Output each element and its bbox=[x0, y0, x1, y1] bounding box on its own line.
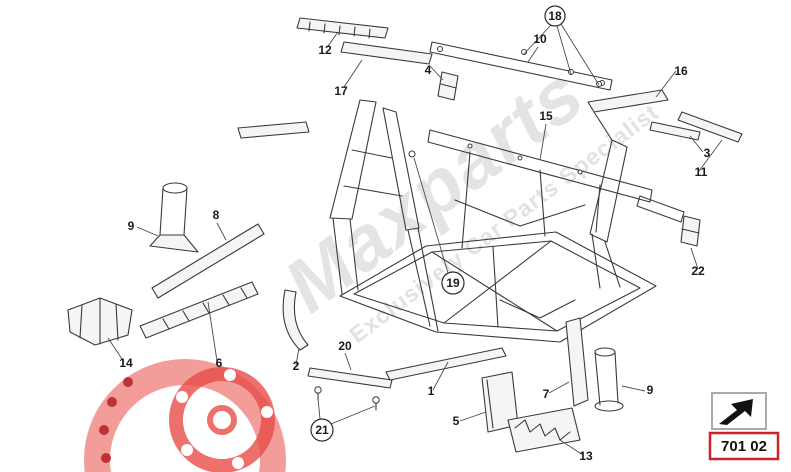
callout-7[interactable]: 7 bbox=[543, 387, 550, 401]
part-shape-10 bbox=[429, 41, 613, 91]
svg-text:7: 7 bbox=[543, 387, 550, 401]
part-shape-main-frame bbox=[329, 89, 685, 343]
callout-9-left[interactable]: 9 bbox=[128, 219, 135, 233]
logo-dot bbox=[101, 453, 111, 463]
svg-text:12: 12 bbox=[318, 43, 332, 57]
callout-12[interactable]: 12 bbox=[318, 43, 332, 57]
callout-20[interactable]: 20 bbox=[338, 339, 352, 353]
callout-21[interactable]: 21 bbox=[310, 418, 334, 442]
callout-9-right[interactable]: 9 bbox=[647, 383, 654, 397]
fasteners bbox=[314, 49, 602, 411]
svg-text:3: 3 bbox=[704, 146, 711, 160]
part-shape-1 bbox=[385, 347, 507, 381]
logo-dot bbox=[107, 397, 117, 407]
part-code-badge: 701 02 bbox=[708, 431, 780, 461]
direction-indicator bbox=[711, 392, 767, 430]
callout-16[interactable]: 16 bbox=[674, 64, 688, 78]
svg-text:18: 18 bbox=[548, 9, 562, 23]
svg-text:2: 2 bbox=[293, 359, 300, 373]
part-shape-12 bbox=[296, 17, 389, 39]
direction-arrow-icon bbox=[719, 399, 753, 425]
callout-15[interactable]: 15 bbox=[539, 109, 553, 123]
part-shape-3 bbox=[649, 121, 701, 141]
brand-logo-graphic bbox=[84, 359, 286, 472]
screw-icon bbox=[314, 386, 322, 401]
svg-text:11: 11 bbox=[695, 165, 708, 179]
part-shape-17b bbox=[237, 121, 310, 139]
part-shape-9-right bbox=[594, 347, 624, 412]
part-shape-2 bbox=[282, 289, 309, 351]
svg-text:5: 5 bbox=[453, 414, 460, 428]
part-shape-20 bbox=[307, 367, 393, 389]
callout-2[interactable]: 2 bbox=[293, 359, 300, 373]
callouts-layer: 12 17 4 10 18 16 3 11 15 9 8 22 19 14 6 … bbox=[119, 5, 711, 463]
svg-text:21: 21 bbox=[315, 423, 329, 437]
svg-text:20: 20 bbox=[338, 339, 352, 353]
callout-6[interactable]: 6 bbox=[216, 356, 223, 370]
callout-3[interactable]: 3 bbox=[704, 146, 711, 160]
callout-10[interactable]: 10 bbox=[533, 32, 547, 46]
callout-8[interactable]: 8 bbox=[213, 208, 220, 222]
leader-lines bbox=[107, 23, 723, 456]
logo-bolt-hole bbox=[261, 406, 273, 418]
callout-13[interactable]: 13 bbox=[579, 449, 593, 463]
callout-5[interactable]: 5 bbox=[453, 414, 460, 428]
part-shape-7 bbox=[565, 317, 589, 407]
logo-dot bbox=[123, 377, 133, 387]
svg-text:15: 15 bbox=[539, 109, 553, 123]
callout-18[interactable]: 18 bbox=[544, 5, 566, 27]
part-shape-9-left bbox=[149, 182, 199, 253]
logo-outer-ring bbox=[84, 359, 286, 472]
part-code-border bbox=[708, 431, 780, 461]
callout-22[interactable]: 22 bbox=[691, 264, 705, 278]
svg-text:9: 9 bbox=[128, 219, 135, 233]
svg-text:8: 8 bbox=[213, 208, 220, 222]
svg-text:4: 4 bbox=[425, 63, 432, 77]
svg-text:13: 13 bbox=[579, 449, 593, 463]
part-shape-13 bbox=[507, 407, 581, 453]
part-shape-4 bbox=[437, 71, 459, 101]
callout-14[interactable]: 14 bbox=[119, 356, 133, 370]
logo-bolt-hole bbox=[181, 444, 193, 456]
svg-text:6: 6 bbox=[216, 356, 223, 370]
logo-dot bbox=[99, 425, 109, 435]
svg-text:22: 22 bbox=[691, 264, 705, 278]
logo-hub-center bbox=[207, 405, 237, 435]
logo-hub-ring bbox=[169, 367, 275, 472]
part-shape-14 bbox=[67, 297, 133, 346]
svg-text:16: 16 bbox=[674, 64, 688, 78]
callout-19[interactable]: 19 bbox=[441, 271, 465, 295]
callout-1[interactable]: 1 bbox=[428, 384, 435, 398]
svg-text:9: 9 bbox=[647, 383, 654, 397]
logo-bolt-hole bbox=[176, 391, 188, 403]
part-shape-17 bbox=[340, 41, 433, 65]
svg-text:1: 1 bbox=[428, 384, 435, 398]
part-shape-6 bbox=[139, 281, 259, 339]
part-code-text: 701 02 bbox=[721, 438, 767, 455]
callout-17[interactable]: 17 bbox=[334, 84, 348, 98]
part-shape-11 bbox=[677, 111, 743, 143]
svg-text:19: 19 bbox=[446, 276, 460, 290]
logo-bolt-hole bbox=[224, 369, 236, 381]
callout-11[interactable]: 11 bbox=[695, 165, 708, 179]
part-shape-8 bbox=[151, 223, 265, 299]
screw-icon bbox=[372, 396, 380, 411]
callout-4[interactable]: 4 bbox=[425, 63, 432, 77]
svg-text:17: 17 bbox=[334, 84, 348, 98]
logo-bolt-hole bbox=[232, 457, 244, 469]
svg-text:14: 14 bbox=[119, 356, 133, 370]
svg-text:10: 10 bbox=[533, 32, 547, 46]
part-shape-22 bbox=[680, 215, 701, 247]
